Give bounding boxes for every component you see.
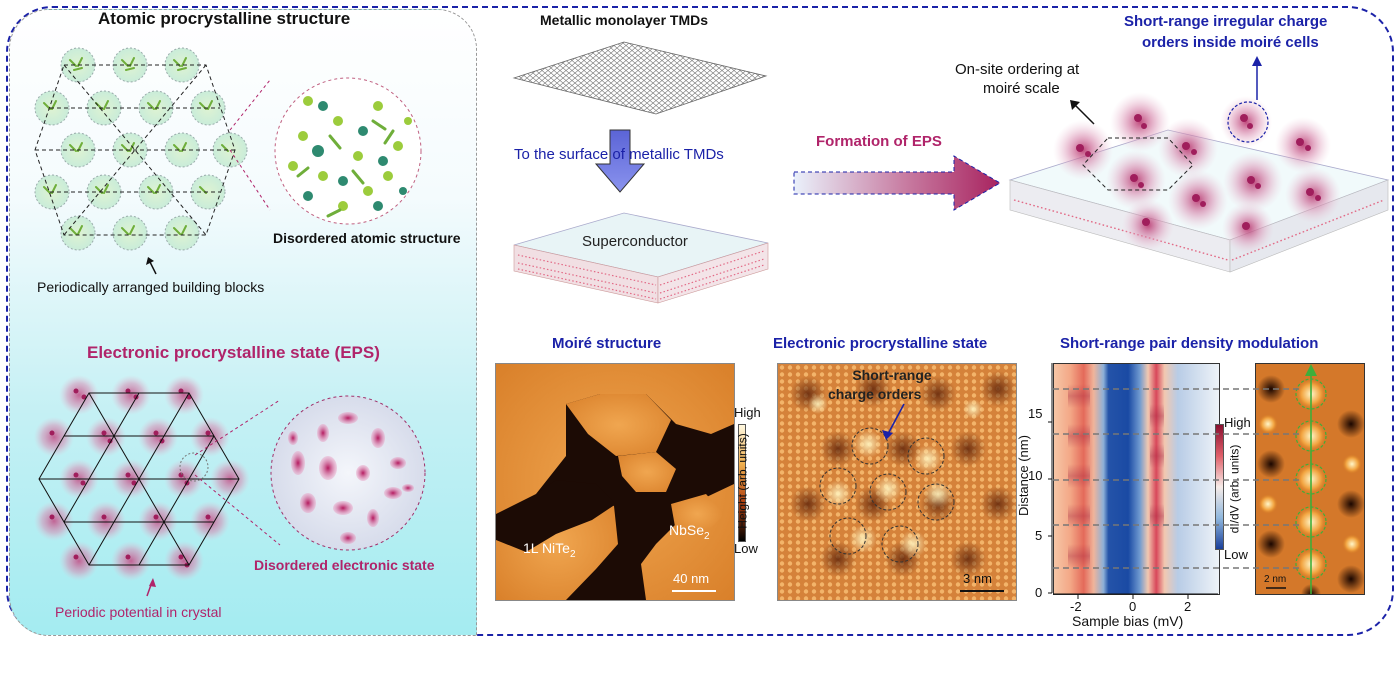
atomic-zoom-connector [229,79,271,211]
eps-stm-image [777,363,1017,601]
eps-slab [1008,92,1390,273]
pdm-ytick-10: 10 [1028,468,1043,483]
disordered-atomic-circle [274,77,422,225]
formation-label: Formation of EPS [816,133,942,150]
moire-label-nite: 1L NiTe2 [523,540,576,560]
pdm-ylabel: Distance (nm) [1015,435,1031,516]
moire-colorbar [738,424,746,542]
eps-title: Electronic procrystalline state (EPS) [87,343,380,362]
pdm-x-axis [1053,593,1218,599]
short-range-line1: Short-range irregular charge [1124,13,1328,30]
pdm-ytick-15: 15 [1028,406,1043,421]
to-surface-label: To the surface of metallic TMDs [514,146,724,163]
pdm-didv-map [1053,363,1220,595]
pdm-cbar-low: Low [1224,547,1248,562]
pdm-xlabel: Sample bias (mV) [1072,613,1184,629]
moire-stm-image [495,363,735,601]
periodic-potential-arrow [146,578,156,597]
periodic-blocks-arrow [146,257,157,275]
electronic-lattice [34,375,250,581]
onsite-line2: moiré scale [983,80,1060,97]
eps-annotation-line2: charge orders [828,386,922,402]
pdm-title: Short-range pair density modulation [1060,335,1319,352]
pdm-ytick-5: 5 [1035,528,1043,543]
pdm-xtick-2: 2 [1184,599,1192,614]
moire-cbar-low: Low [734,541,758,556]
moire-scalebar [672,590,716,592]
pdm-xtick-neg2: -2 [1070,599,1082,614]
monolayer-title: Metallic monolayer TMDs [540,12,709,28]
moire-cbar-label: Height (arb. units) [735,433,750,529]
moire-cbar-high: High [734,405,761,420]
electronic-zoom-connector [194,399,281,546]
eps-scalebar-label: 3 nm [963,571,992,586]
pdm-cbar-high: High [1224,415,1251,430]
pdm-ytick-0: 0 [1035,585,1043,600]
disordered-electronic-circle [270,395,426,551]
superconductor-slab [513,212,769,304]
pdm-stm-image [1255,363,1365,595]
moire-title: Moiré structure [552,335,662,352]
moire-scalebar-label: 40 nm [673,571,710,586]
short-range-arrow [1252,56,1262,100]
eps-annotation-line1: Short-range [852,367,932,383]
pdm-xtick-0: 0 [1129,599,1137,614]
pdm-y-axis [1048,363,1053,594]
eps-annotation-arrow [882,403,905,440]
outer-frame [6,6,1394,636]
onsite-arrow [1070,100,1095,125]
pdm-connector-lines [1053,388,1303,569]
pdm-scalebar-label: 2 nm [1264,574,1287,585]
onsite-line1: On-site ordering at [955,61,1080,78]
formation-arrow [793,155,1001,211]
moire-label-nbse: NbSe2 [669,522,710,542]
short-range-line2: orders inside moiré cells [1142,34,1319,51]
eps-panel-title: Electronic procrystalline state [773,335,988,352]
disordered-electronic-label: Disordered electronic state [254,557,435,573]
periodic-potential-label: Periodic potential in crystal [55,604,222,620]
pdm-colorbar [1215,424,1224,550]
disordered-atomic-label: Disordered atomic structure [273,230,461,246]
down-arrow [594,129,646,193]
periodic-blocks-label: Periodically arranged building blocks [37,279,265,295]
atomic-title: Atomic procrystalline structure [98,9,351,28]
monolayer-sheet [512,41,768,115]
superconductor-label: Superconductor [582,233,688,250]
eps-scalebar [960,590,1004,592]
atomic-building-block-lattice [34,47,248,251]
